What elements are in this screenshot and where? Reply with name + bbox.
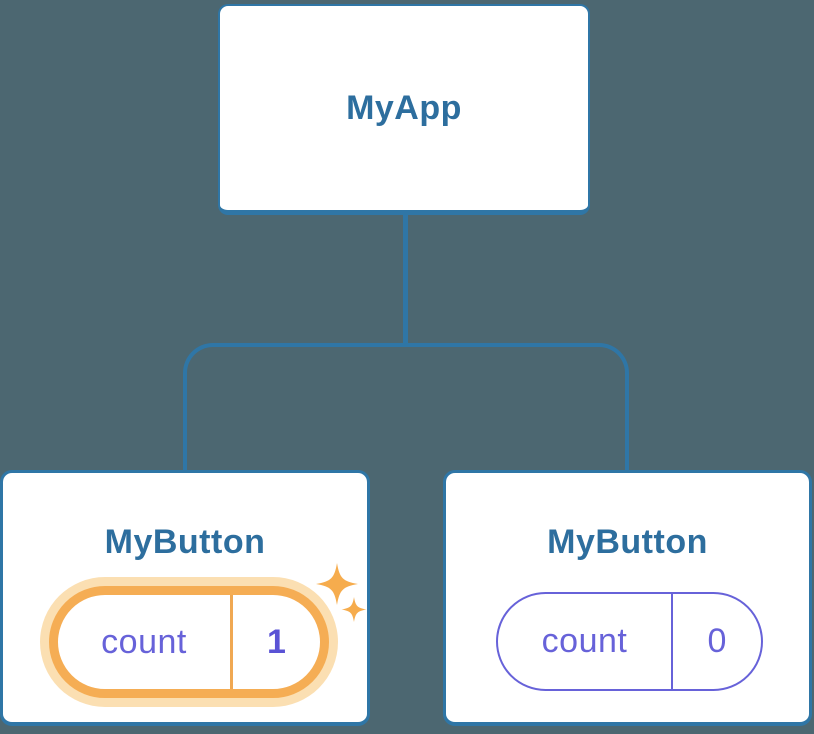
badge-divider xyxy=(671,594,673,689)
count-state-badge-highlighted: count 1 xyxy=(49,586,329,698)
mybutton-label: MyButton xyxy=(547,523,708,561)
tree-node-mybutton-active: MyButton count 1 xyxy=(0,470,370,726)
connector-stem-line xyxy=(403,214,408,345)
state-key-label: count xyxy=(101,622,187,661)
sparkle-icon xyxy=(316,563,367,622)
tree-node-mybutton: MyButton count 0 xyxy=(443,470,812,726)
mybutton-label: MyButton xyxy=(104,523,266,561)
tree-node-myapp: MyApp xyxy=(218,4,590,215)
connector-branch-line xyxy=(183,343,629,470)
state-key-label: count xyxy=(541,622,628,660)
state-value: 1 xyxy=(267,622,286,661)
badge-divider xyxy=(230,595,233,689)
state-value: 0 xyxy=(707,622,727,660)
count-state-badge: count 0 xyxy=(496,592,763,691)
myapp-label: MyApp xyxy=(346,88,462,127)
